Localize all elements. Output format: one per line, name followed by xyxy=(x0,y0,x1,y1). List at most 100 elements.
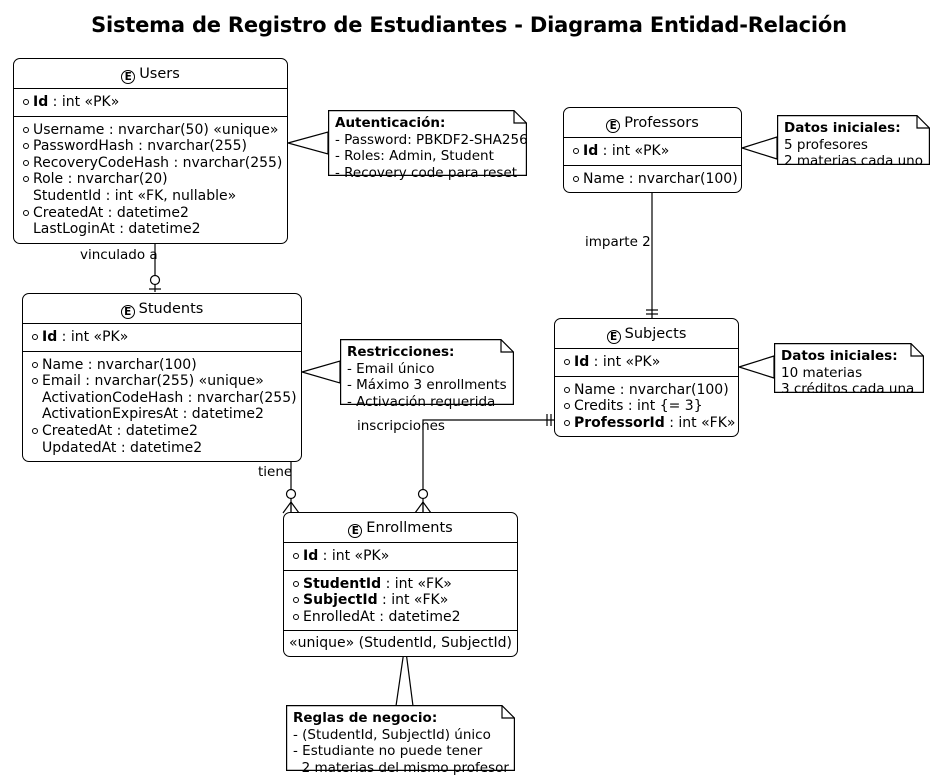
attribute-text: EnrolledAt : datetime2 xyxy=(303,608,461,625)
attribute-key-name: Id xyxy=(33,94,49,110)
attribute-row: EnrolledAt : datetime2 xyxy=(284,609,517,626)
entity-marker-icon: E xyxy=(606,330,621,344)
attribute-text: Email : nvarchar(255) «unique» xyxy=(42,373,264,390)
attribute-row: StudentId : int «FK, nullable» xyxy=(14,188,287,205)
entity-professors-name: Professors xyxy=(624,115,699,131)
relationship-label-tiene: tiene xyxy=(258,464,293,480)
attribute-row: Credits : int {= 3} xyxy=(555,398,738,415)
attribute-bullet-icon xyxy=(573,175,579,182)
note-reglas-de-negocio: Reglas de negocio: - (StudentId, Subject… xyxy=(286,705,515,776)
attribute-row: Username : nvarchar(50) «unique» xyxy=(14,122,287,139)
attribute-row: RecoveryCodeHash : nvarchar(255) xyxy=(14,155,287,172)
attribute-bullet-icon xyxy=(32,361,38,368)
attribute-text: Credits : int {= 3} xyxy=(574,398,703,415)
attribute-row: Id : int «PK» xyxy=(284,548,517,565)
attribute-row: Id : int «PK» xyxy=(14,94,287,111)
entity-users-attributes-compartment: Username : nvarchar(50) «unique» Passwor… xyxy=(14,117,287,243)
attribute-text: Name : nvarchar(100) xyxy=(574,381,729,398)
attribute-row: Id : int «PK» xyxy=(564,143,741,160)
attribute-text: Name : nvarchar(100) xyxy=(42,356,197,373)
note-line: - Máximo 3 enrollments xyxy=(347,377,507,393)
attribute-bullet-icon xyxy=(23,209,29,216)
attribute-bullet-icon xyxy=(564,419,570,426)
note-line: - Password: PBKDF2-SHA256 xyxy=(335,131,528,148)
note-line: 2 materias cada uno xyxy=(784,153,924,169)
note-line: 5 profesores xyxy=(784,136,868,153)
attribute-row: Name : nvarchar(100) xyxy=(555,382,738,399)
relationship-label-vinculado-a: vinculado a xyxy=(80,247,158,263)
attribute-type: : int «FK» xyxy=(377,592,449,609)
attribute-bullet-icon xyxy=(293,597,299,604)
note-datos-iniciales-profesores: Datos iniciales: 5 profesores 2 materias… xyxy=(777,115,930,169)
attribute-text: Username : nvarchar(50) «unique» xyxy=(33,121,279,138)
attribute-key-name: StudentId xyxy=(303,575,382,592)
attribute-row: Id : int «PK» xyxy=(23,329,301,346)
attribute-row: Name : nvarchar(100) xyxy=(564,171,741,188)
entity-students-pk-compartment: Id : int «PK» xyxy=(23,324,301,352)
entity-marker-icon: E xyxy=(120,305,135,319)
attribute-bullet-icon xyxy=(293,613,299,620)
attribute-row: Id : int «PK» xyxy=(555,354,738,371)
attribute-row: StudentId : int «FK» xyxy=(284,576,517,593)
attribute-type: : int «PK» xyxy=(598,143,670,159)
attribute-bullet-icon xyxy=(293,553,299,559)
entity-subjects-pk-compartment: Id : int «PK» xyxy=(555,349,738,377)
note-title: Reglas de negocio: xyxy=(293,710,438,726)
attribute-row: PasswordHash : nvarchar(255) xyxy=(14,138,287,155)
entity-students-attributes-compartment: Name : nvarchar(100) Email : nvarchar(25… xyxy=(23,352,301,462)
attribute-type: : int «PK» xyxy=(57,329,129,345)
entity-subjects-attributes-compartment: Name : nvarchar(100) Credits : int {= 3}… xyxy=(555,377,738,437)
note-line: 10 materias xyxy=(781,364,863,381)
attribute-row: LastLoginAt : datetime2 xyxy=(14,221,287,238)
note-line: - Email único xyxy=(347,360,435,377)
note-line: - Roles: Admin, Student xyxy=(335,148,494,164)
attribute-row: CreatedAt : datetime2 xyxy=(14,205,287,222)
attribute-row: Email : nvarchar(255) «unique» xyxy=(23,373,301,390)
attribute-row: Name : nvarchar(100) xyxy=(23,357,301,374)
entity-enrollments-name: Enrollments xyxy=(366,520,453,536)
attribute-key-name: SubjectId xyxy=(303,592,378,609)
entity-marker-icon: E xyxy=(348,524,363,538)
attribute-text: Role : nvarchar(20) xyxy=(33,171,168,188)
entity-enrollments-pk-compartment: Id : int «PK» xyxy=(284,543,517,571)
attribute-key-name: Id xyxy=(42,329,58,345)
entity-marker-icon: E xyxy=(606,119,621,133)
entity-subjects-name: Subjects xyxy=(624,326,687,342)
entity-enrollments-constraint-compartment: «unique» (StudentId, SubjectId) xyxy=(289,635,512,652)
note-shape-icon xyxy=(340,339,514,405)
attribute-text: Name : nvarchar(100) xyxy=(583,170,738,187)
attribute-type: : int «PK» xyxy=(589,354,661,370)
attribute-key-name: Id xyxy=(303,548,319,564)
attribute-row: ActivationCodeHash : nvarchar(255) xyxy=(23,390,301,407)
note-shape-icon xyxy=(328,110,527,176)
attribute-bullet-icon xyxy=(32,334,38,340)
attribute-bullet-icon xyxy=(23,143,29,150)
note-line: 2 materias del mismo profesor xyxy=(293,759,509,776)
entity-professors-attributes-compartment: Name : nvarchar(100) xyxy=(564,166,741,193)
entity-users-pk-compartment: Id : int «PK» xyxy=(14,89,287,117)
note-shape-icon xyxy=(774,343,924,393)
attribute-row: ProfessorId : int «FK» xyxy=(555,415,738,432)
page-title: Sistema de Registro de Estudiantes - Dia… xyxy=(91,13,847,37)
note-title: Datos iniciales: xyxy=(784,120,901,136)
note-line: - (StudentId, SubjectId) único xyxy=(293,726,491,743)
note-title: Datos iniciales: xyxy=(781,348,898,364)
note-shape-icon xyxy=(286,705,515,771)
attribute-bullet-icon xyxy=(564,403,570,410)
attribute-bullet-icon xyxy=(564,386,570,393)
attribute-text: CreatedAt : datetime2 xyxy=(42,422,198,439)
note-line: - Activación requerida xyxy=(347,393,496,410)
attribute-text: LastLoginAt : datetime2 xyxy=(33,221,201,238)
attribute-type: : int «PK» xyxy=(318,548,390,564)
attribute-key-name: ProfessorId xyxy=(574,414,665,431)
